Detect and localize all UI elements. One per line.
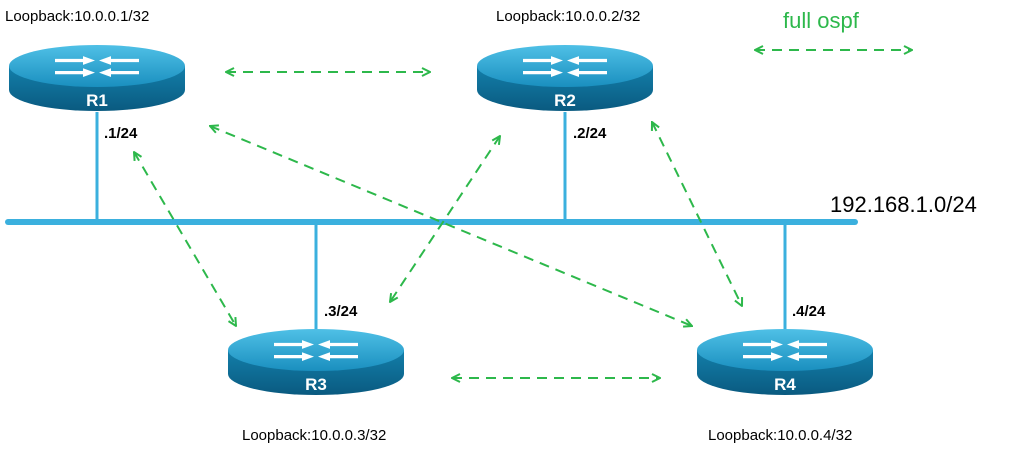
legend: full ospf (755, 8, 912, 50)
router-arrow-icon (318, 352, 358, 361)
router-name: R2 (554, 91, 576, 110)
router-arrow-icon (274, 352, 314, 361)
router-r3[interactable]: R3 (228, 329, 404, 395)
router-arrow-icon (787, 352, 827, 361)
router-arrow-icon (99, 56, 139, 65)
adjacency-r1-r4 (210, 126, 692, 326)
loopback-r3: Loopback:10.0.0.3/32 (242, 427, 386, 444)
router-arrow-icon (55, 56, 95, 65)
router-r4[interactable]: R4 (697, 329, 873, 395)
ospf-adjacencies (134, 72, 742, 378)
router-icon (228, 329, 404, 395)
router-arrow-icon (787, 340, 827, 349)
router-name: R3 (305, 375, 327, 394)
router-icon (697, 329, 873, 395)
router-arrow-icon (523, 68, 563, 77)
router-arrow-icon (55, 68, 95, 77)
router-arrow-icon (318, 340, 358, 349)
router-arrow-icon (523, 56, 563, 65)
router-arrow-icon (743, 352, 783, 361)
router-arrow-icon (274, 340, 314, 349)
legend-label: full ospf (783, 8, 860, 33)
router-top (228, 329, 404, 371)
adjacency-r1-r3 (134, 152, 236, 326)
loopback-r4: Loopback:10.0.0.4/32 (708, 427, 852, 444)
router-top (477, 45, 653, 87)
router-arrow-icon (99, 68, 139, 77)
loopback-r2: Loopback:10.0.0.2/32 (496, 8, 640, 25)
loopback-r1: Loopback:10.0.0.1/32 (5, 8, 149, 25)
router-r1[interactable]: R1 (9, 45, 185, 111)
interface-r1: .1/24 (104, 125, 138, 142)
router-name: R4 (774, 375, 796, 394)
router-arrow-icon (567, 56, 607, 65)
router-icon (9, 45, 185, 111)
subnet-label: 192.168.1.0/24 (830, 192, 977, 217)
interface-r3: .3/24 (324, 303, 358, 320)
router-top (9, 45, 185, 87)
router-r2[interactable]: R2 (477, 45, 653, 111)
interface-r4: .4/24 (792, 303, 826, 320)
adjacency-r2-r4 (652, 122, 742, 306)
router-icon (477, 45, 653, 111)
router-arrow-icon (567, 68, 607, 77)
interface-r2: .2/24 (573, 125, 607, 142)
router-name: R1 (86, 91, 108, 110)
router-top (697, 329, 873, 371)
router-arrow-icon (743, 340, 783, 349)
